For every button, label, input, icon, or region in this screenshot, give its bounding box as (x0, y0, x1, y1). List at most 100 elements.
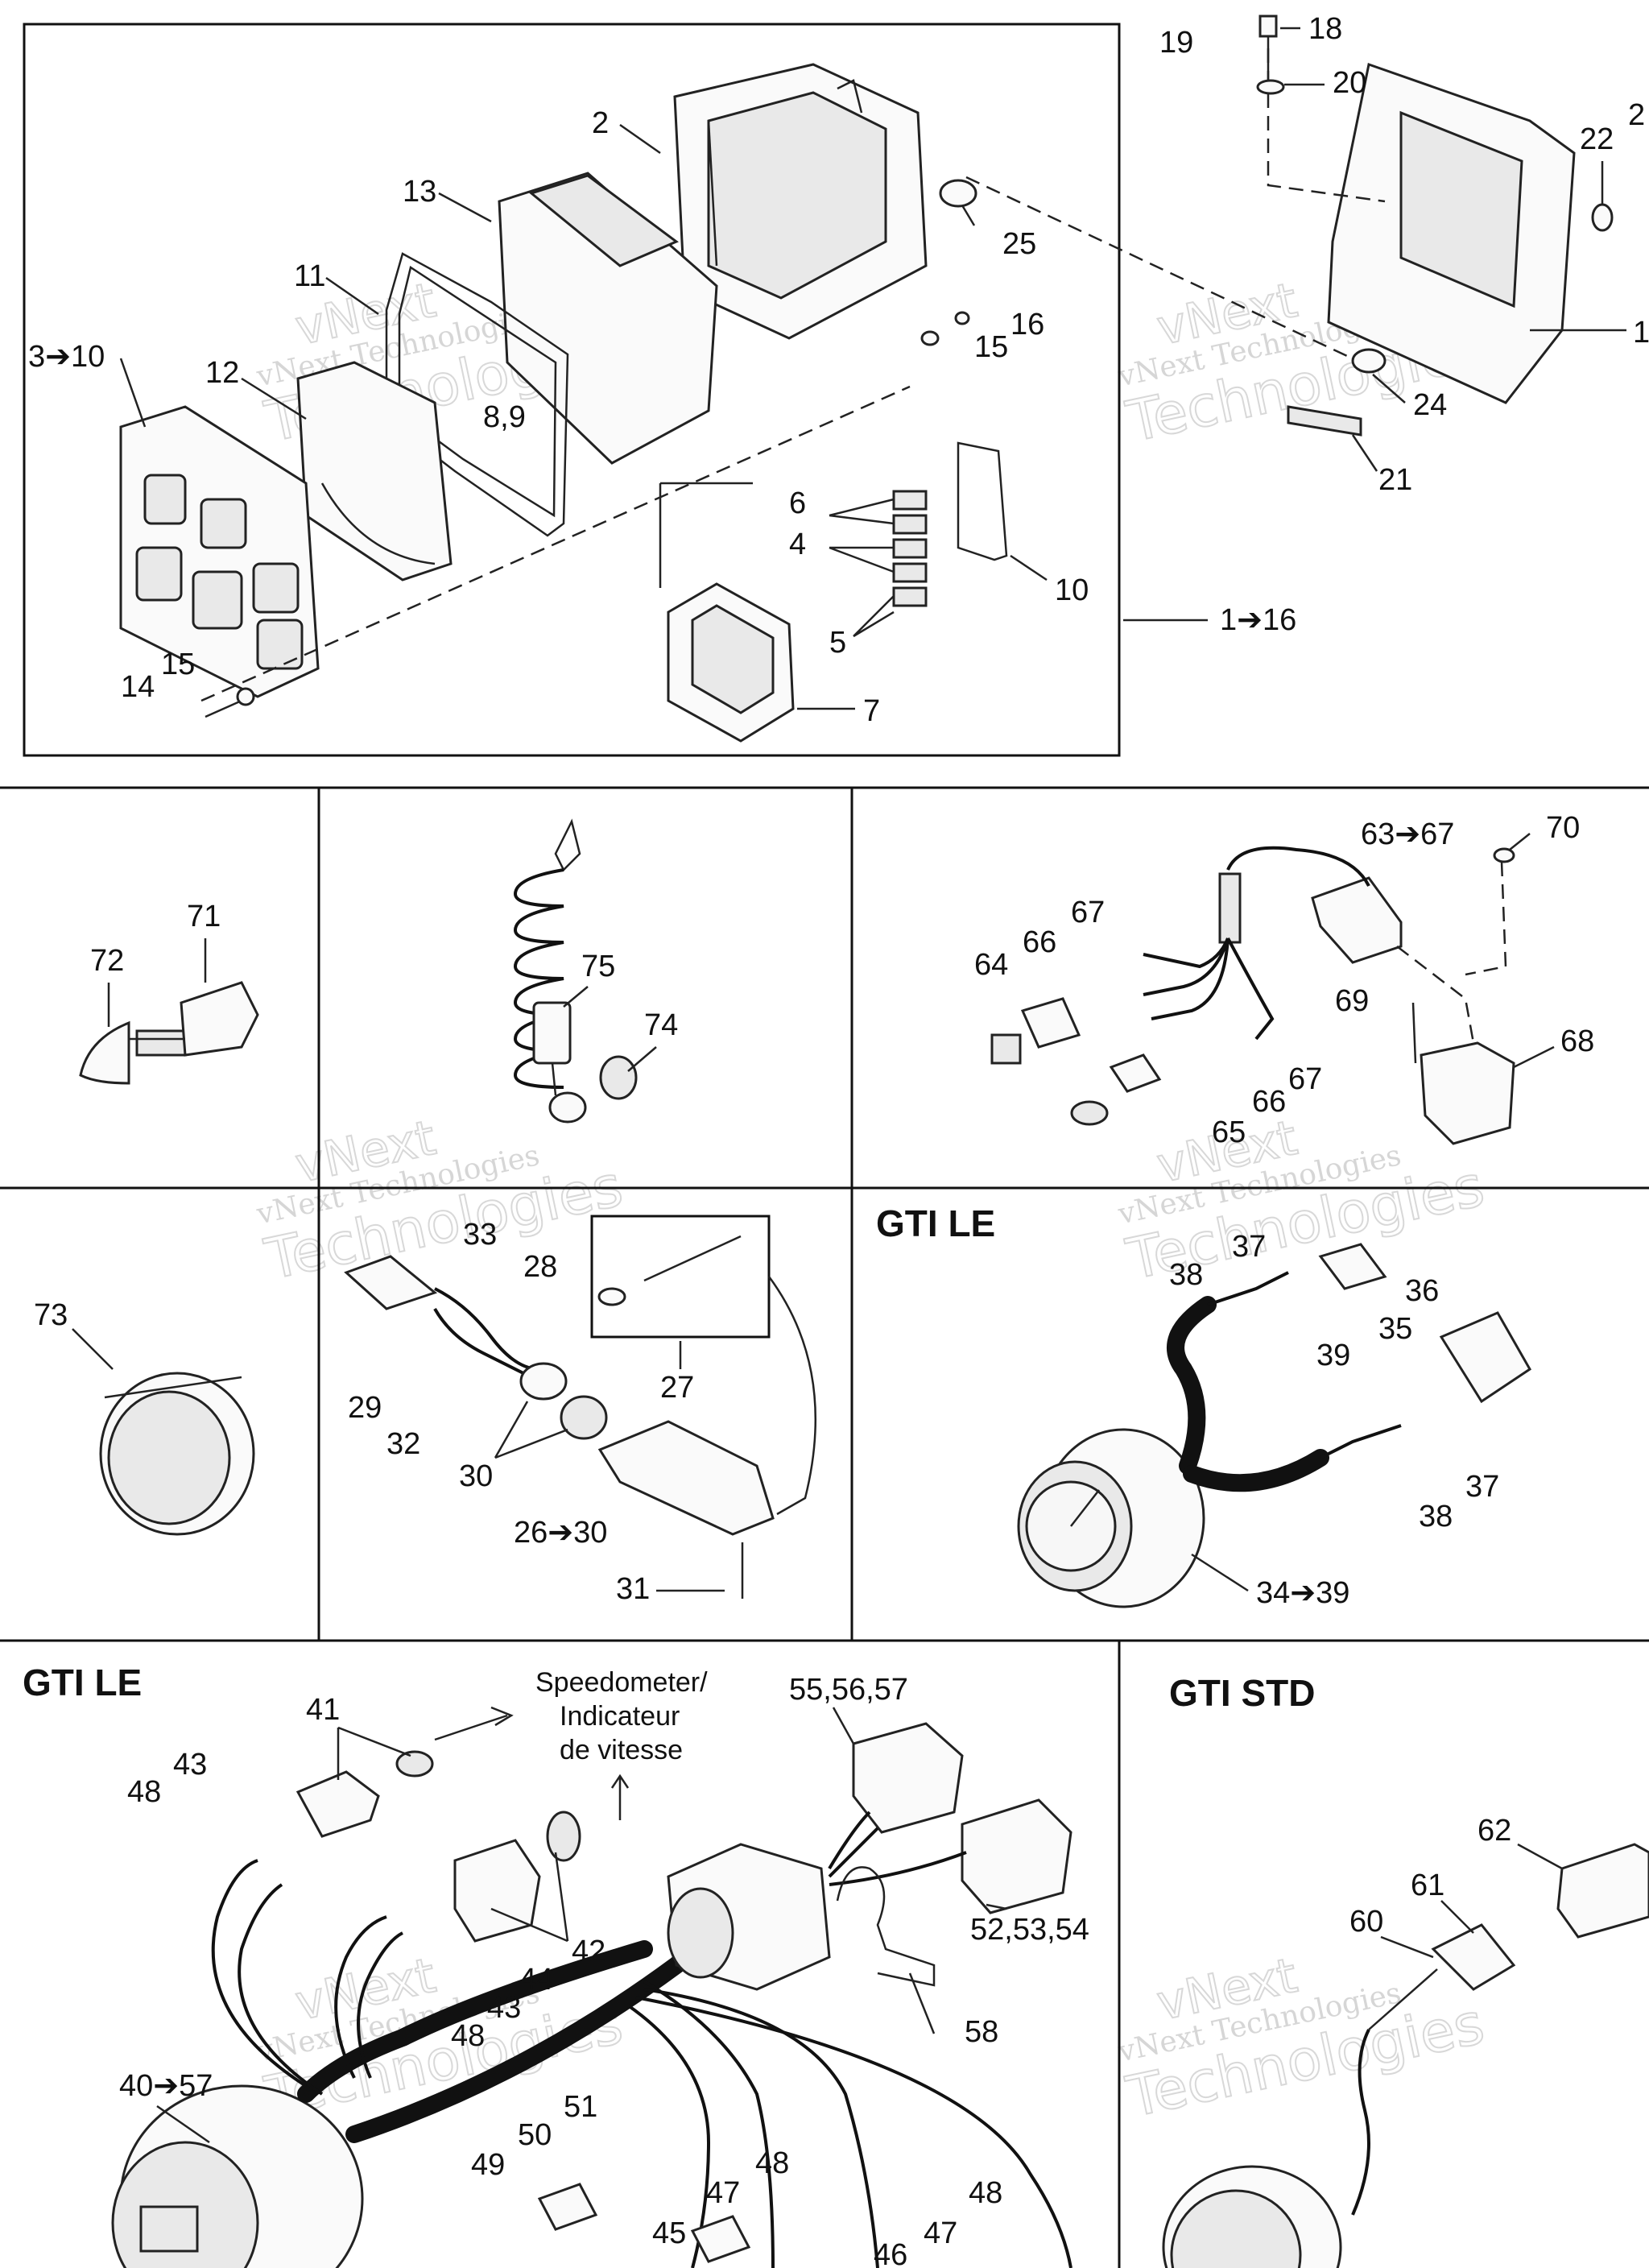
callout-label: 37 (1465, 1470, 1499, 1504)
callout-label: 64 (974, 948, 1008, 982)
part-ecu (498, 172, 718, 465)
part-speedometer-harness (111, 1722, 1072, 2268)
part-tachometer (1017, 1243, 1531, 1608)
callout-label: 75 (581, 950, 615, 983)
section-heading: GTI LE (876, 1202, 995, 1244)
callout-label: 35 (1378, 1312, 1412, 1346)
callout-label: 73 (34, 1298, 68, 1332)
note-line: Indicateur (560, 1701, 680, 1732)
part-small-gasket (957, 441, 1008, 561)
callout-label: 48 (127, 1775, 161, 1809)
part-gti-std-gauge (1162, 1843, 1649, 2268)
callout-label: 39 (1316, 1339, 1350, 1372)
callout-label: 11 (294, 259, 325, 293)
callout-label: 34➔39 (1256, 1576, 1349, 1610)
callout-label: 46 (874, 2238, 907, 2268)
part-screw (205, 687, 255, 718)
part-housing (673, 63, 928, 340)
callout-label: 67 (1288, 1062, 1322, 1096)
callout-label: 6 (789, 486, 806, 520)
callout-label: 45 (652, 2216, 686, 2250)
part-front-cover (119, 405, 320, 698)
callout-label: 33 (463, 1218, 497, 1252)
callout-label: 25 (1002, 227, 1036, 261)
callout-label: 60 (1349, 1905, 1383, 1939)
callout-label: 13 (403, 175, 436, 209)
top-section-frame (23, 23, 1121, 757)
speedometer-note: Speedometer/ Indicateur de vitesse (434, 1667, 708, 1820)
callout-label: 51 (564, 2090, 597, 2124)
callout-label: 4 (789, 528, 806, 561)
callout-label: 50 (518, 2118, 552, 2152)
callout-label: 18 (1308, 12, 1342, 46)
section-frames (0, 23, 1649, 2268)
callout-label: 24 (1413, 388, 1447, 422)
callout-label: 48 (969, 2176, 1002, 2210)
callout-label: 72 (90, 944, 124, 978)
part-bezel-ring (99, 1372, 255, 1536)
callout-label: 1 (1633, 316, 1649, 350)
callout-label: 15 (974, 330, 1008, 364)
callout-label: 36 (1405, 1274, 1439, 1308)
callout-label: 55,56,57 (789, 1673, 908, 1707)
callout-label: 31 (616, 1572, 650, 1606)
callout-label: 29 (348, 1391, 382, 1425)
callout-label: 21 (1378, 463, 1412, 497)
callout-label: 32 (386, 1427, 420, 1461)
callout-label: 16 (1010, 308, 1044, 341)
module-assembly (119, 63, 1362, 743)
callout-label: 8,9 (483, 400, 526, 434)
callout-label: 19 (1159, 26, 1193, 60)
callout-label: 42 (572, 1935, 605, 1968)
part-sensor-module (990, 846, 1515, 1145)
part-mounting-bracket (1256, 14, 1626, 437)
callout-label: 26➔30 (514, 1516, 607, 1550)
callout-label: 43 (173, 1748, 207, 1782)
callout-label: 14 (121, 670, 155, 704)
part-safety-lanyard (513, 818, 638, 1124)
callout-label: 48 (755, 2146, 789, 2180)
callout-label: 10 (1055, 573, 1089, 607)
callout-label: 47 (924, 2216, 957, 2250)
callout-label: 68 (1560, 1024, 1594, 1058)
section-heading: GTI LE (23, 1662, 142, 1703)
callout-label: 65 (1212, 1115, 1246, 1149)
callout-label: 67 (1071, 896, 1105, 929)
callout-labels-top: 2 13 11 3➔10 1 2 8,9 25 16 15 15 14 6 4 5… (28, 12, 1649, 728)
callout-label: 22 (1580, 122, 1614, 156)
callout-label: 7 (863, 694, 880, 728)
callout-label: 41 (306, 1693, 340, 1727)
callout-label: 28 (523, 1250, 557, 1284)
part-lens-switch (79, 981, 259, 1085)
callout-label: 37 (1232, 1230, 1266, 1264)
callout-label: 3➔10 (28, 340, 105, 374)
callout-label: 71 (187, 900, 221, 933)
callout-label: 70 (1546, 811, 1580, 845)
part-grommet (920, 179, 977, 346)
callout-label: 61 (1411, 1869, 1444, 1902)
note-line: de vitesse (560, 1735, 683, 1765)
callout-label: 20 (1333, 66, 1366, 100)
callout-label: 44 (519, 1963, 553, 1997)
note-line: Speedometer/ (535, 1667, 708, 1698)
section-heading: GTI STD (1169, 1672, 1315, 1714)
callout-label: 49 (471, 2148, 505, 2182)
callout-label: 47 (706, 2176, 740, 2210)
callout-label: 62 (1477, 1814, 1511, 1848)
callout-label: 2 (592, 106, 609, 140)
callout-label: 43 (487, 1991, 521, 2025)
callout-label: 74 (644, 1008, 678, 1042)
callout-label: 66 (1023, 925, 1056, 959)
callout-label: 58 (965, 2015, 998, 2049)
callout-label: 2 (1628, 98, 1645, 132)
part-fuses (892, 490, 928, 607)
callout-label: 38 (1419, 1500, 1453, 1533)
callout-label: 15 (161, 648, 195, 681)
callout-label: 40➔57 (119, 2069, 213, 2103)
callout-label: 69 (1335, 984, 1369, 1018)
callout-label: 66 (1252, 1085, 1286, 1119)
callout-label: 63➔67 (1361, 817, 1454, 851)
callout-label: 1➔16 (1220, 603, 1296, 637)
callout-label: 5 (829, 626, 846, 660)
